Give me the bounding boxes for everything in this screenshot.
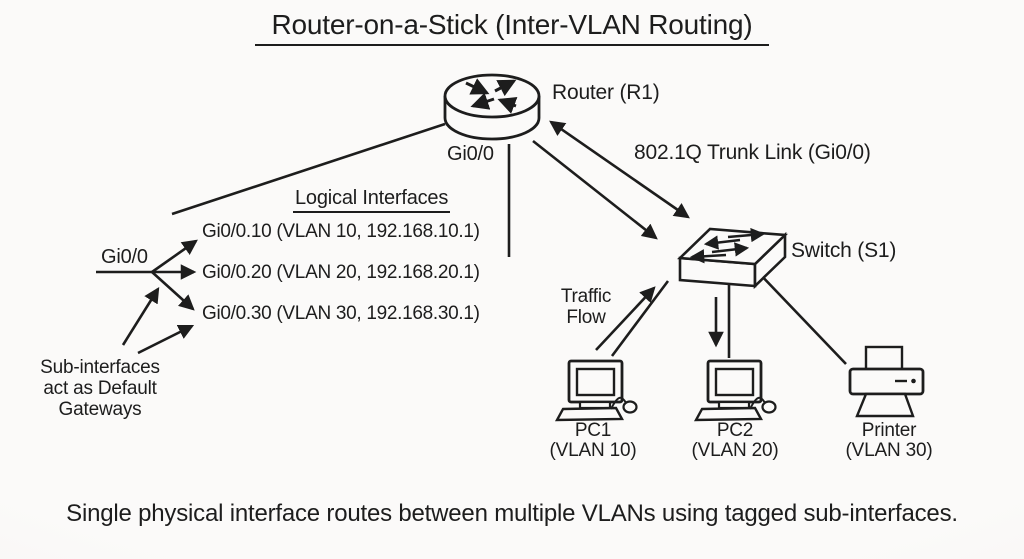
pc2-name: PC2 (716, 420, 754, 441)
gateway-note-line3: Gateways (58, 399, 142, 420)
note-arrow-2 (137, 324, 195, 355)
pc2-vlan: (VLAN 20) (691, 440, 779, 461)
pc2-icon (694, 359, 777, 422)
pc1-label: PC1 (VLAN 10) (547, 421, 639, 461)
logical-interfaces-heading: Logical Interfaces (293, 187, 451, 213)
pc1-icon (555, 359, 638, 422)
router-icon (443, 73, 541, 141)
printer-icon (848, 345, 925, 418)
note-arrow-1 (121, 287, 160, 346)
gateway-note: Sub-interfaces act as Default Gateways (20, 357, 180, 420)
pc2-label: PC2 (VLAN 20) (689, 421, 781, 461)
fanout-arrow-vlan10 (151, 239, 198, 274)
trunk-line-upper (549, 120, 690, 219)
gateway-note-line1: Sub-interfaces (40, 357, 160, 378)
switch-icon (677, 227, 788, 290)
bottom-caption: Single physical interface routes between… (66, 500, 958, 527)
trunk-line-lower (532, 139, 658, 240)
subinterface-vlan30: Gi0/0.30 (VLAN 30, 192.168.30.1) (202, 303, 480, 324)
traffic-arrow-to-switch (595, 286, 656, 351)
switch-label: Switch (S1) (791, 239, 897, 262)
fanout-gi00-label: Gi0/0 (101, 246, 148, 268)
subinterface-vlan20: Gi0/0.20 (VLAN 20, 192.168.20.1) (202, 262, 480, 283)
subinterface-vlan10: Gi0/0.10 (VLAN 10, 192.168.10.1) (202, 221, 480, 242)
pc1-name: PC1 (574, 420, 612, 441)
gateway-note-line2: act as Default (43, 378, 157, 399)
fanout-arrow-vlan30 (151, 271, 195, 311)
traffic-flow-line2: Flow (566, 307, 606, 328)
printer-vlan: (VLAN 30) (845, 440, 933, 461)
pc1-vlan: (VLAN 10) (549, 440, 637, 461)
link-switch-pc1 (610, 280, 670, 357)
link-switch-printer (756, 270, 847, 365)
router-physical-interface-label: Gi0/0 (447, 143, 494, 165)
printer-label: Printer (VLAN 30) (842, 421, 936, 461)
router-label: Router (R1) (552, 81, 660, 104)
traffic-flow-label: Traffic Flow (546, 286, 626, 328)
link-router-to-subinterfaces (171, 122, 446, 216)
traffic-flow-line1: Traffic (560, 286, 612, 307)
page-title: Router-on-a-Stick (Inter-VLAN Routing) (0, 9, 1024, 46)
printer-name: Printer (861, 420, 917, 441)
trunk-link-label: 802.1Q Trunk Link (Gi0/0) (634, 141, 871, 164)
